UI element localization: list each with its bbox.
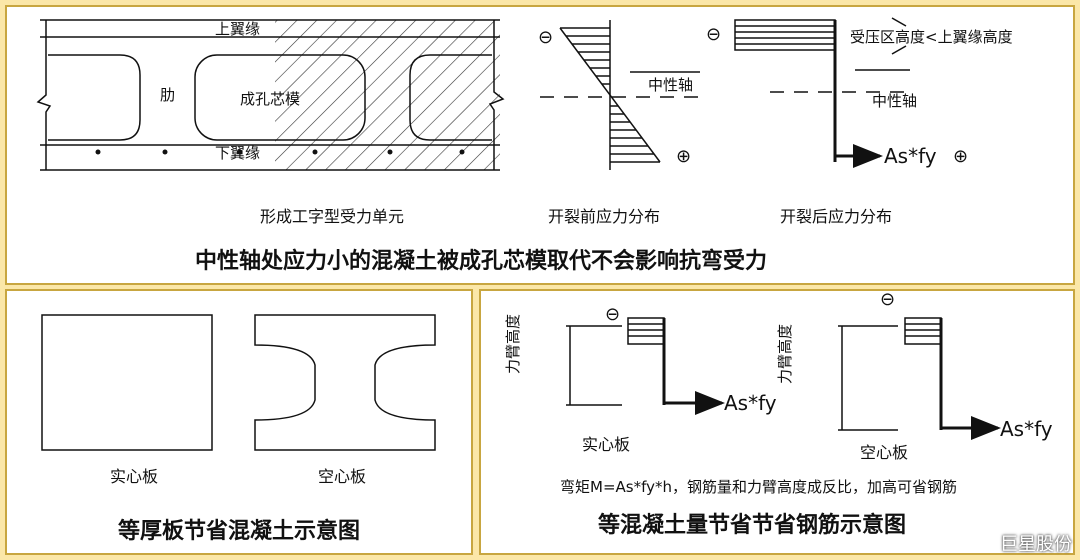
minus-sign: ⊖: [706, 24, 721, 45]
plus-sign: ⊕: [676, 146, 691, 167]
solid-lever-diagram: ⊖ 力臂高度 As*fy 实心板: [504, 304, 777, 454]
bottom-left-caption: 等厚板节省混凝土示意图: [118, 518, 360, 544]
break-mark-left: [36, 20, 52, 170]
stress-before-diagram: ⊖ ⊕ 中性轴: [538, 20, 700, 170]
steel-force-label: As*fy: [884, 144, 937, 168]
minus-sign: ⊖: [605, 304, 620, 325]
core-label: 成孔芯模: [240, 90, 300, 108]
compression-height-note: 受压区高度<上翼缘高度: [850, 28, 1013, 46]
lever-arm-label: 力臂高度: [776, 324, 794, 384]
watermark: 巨星股份: [1000, 534, 1072, 555]
neutral-axis-label: 中性轴: [648, 76, 693, 94]
moment-formula: 弯矩M=As*fy*h，钢筋量和力臂高度成反比，加高可省钢筋: [560, 478, 957, 496]
section-caption: 形成工字型受力单元: [260, 207, 404, 226]
steel-force-label: As*fy: [724, 391, 777, 415]
plus-sign: ⊕: [953, 146, 968, 167]
upper-flange-label: 上翼缘: [215, 20, 260, 38]
top-summary: 中性轴处应力小的混凝土被成孔芯模取代不会影响抗弯受力: [195, 248, 767, 274]
hollow-lever-diagram: ⊖ 力臂高度 As*fy 空心板: [776, 289, 1053, 462]
core-void: [194, 54, 366, 141]
hollow-slab-label: 空心板: [318, 467, 366, 486]
lower-flange-label: 下翼缘: [215, 144, 260, 162]
solid-slab-shape: [41, 314, 213, 451]
hatched-region: [275, 20, 500, 170]
bottom-right-caption: 等混凝土量节省节省钢筋示意图: [598, 512, 906, 538]
minus-sign: ⊖: [880, 289, 895, 310]
before-caption: 开裂前应力分布: [548, 207, 660, 226]
hollow-slab-label: 空心板: [860, 443, 908, 462]
solid-slab-label: 实心板: [582, 435, 630, 454]
lever-arm-label: 力臂高度: [504, 314, 522, 374]
rib-label: 肋: [160, 86, 175, 104]
neutral-axis-label: 中性轴: [872, 92, 917, 110]
solid-slab-label: 实心板: [110, 467, 158, 486]
bottom-left-panel: [5, 289, 473, 555]
beam-section: 上翼缘 下翼缘 肋 成孔芯模: [36, 19, 505, 171]
after-caption: 开裂后应力分布: [780, 207, 892, 226]
stress-after-diagram: ⊖ 受压区高度<上翼缘高度 中性轴 As*fy ⊕: [706, 17, 1013, 168]
steel-force-label: As*fy: [1000, 417, 1053, 441]
minus-sign: ⊖: [538, 27, 553, 48]
break-mark-right: [488, 20, 505, 170]
hollow-slab-shape: [254, 314, 436, 451]
